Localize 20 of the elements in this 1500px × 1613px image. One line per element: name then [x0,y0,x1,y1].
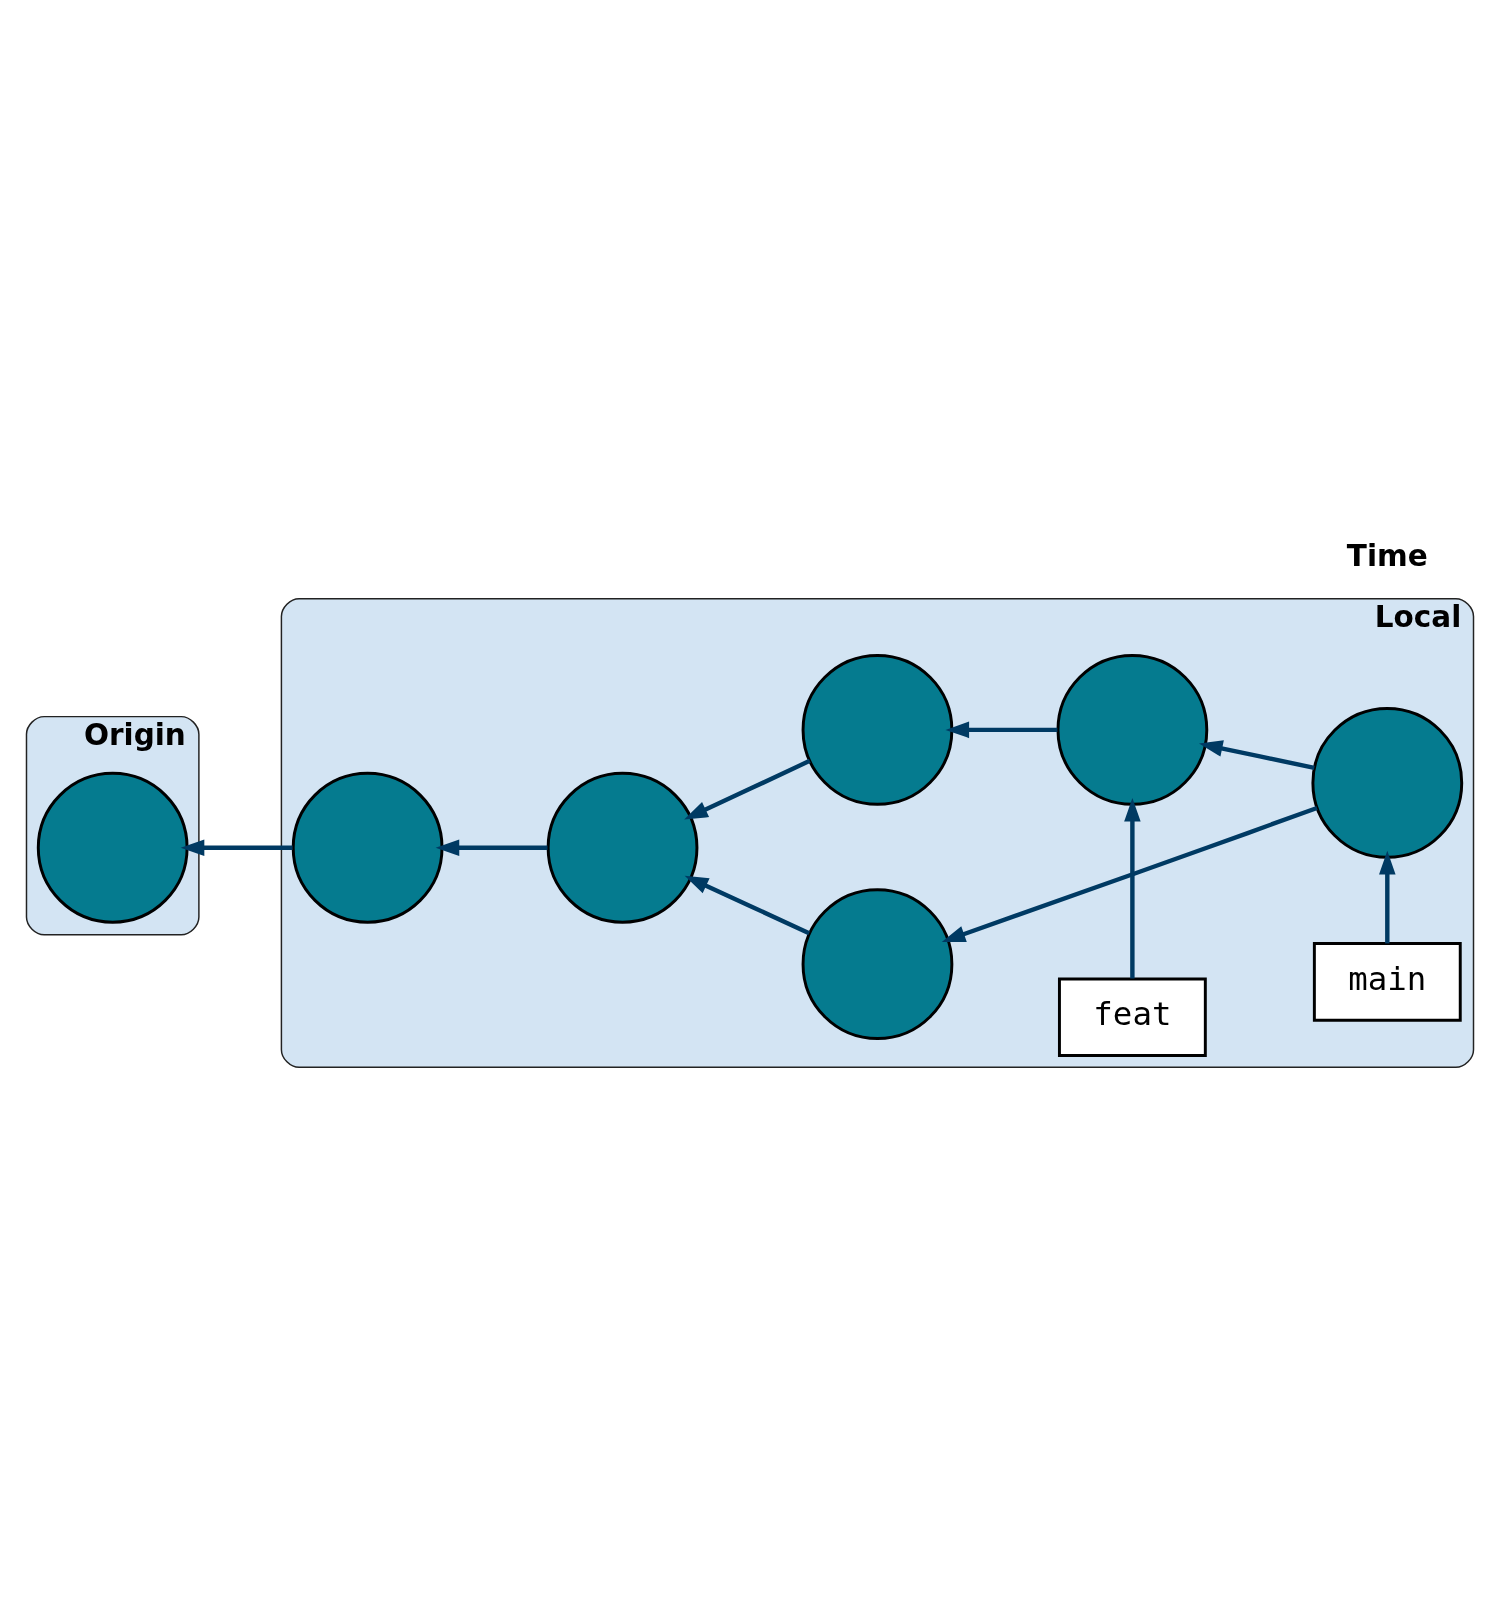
arrow [941,805,1318,942]
arrow [180,839,293,857]
node-circle [1311,707,1464,859]
node-circle [801,888,954,1041]
arrow [945,721,1058,739]
node-circle [291,771,444,924]
arrow [684,875,811,936]
node-circle [36,771,189,924]
node-box: main [1312,942,1462,1022]
arrow [1379,850,1396,944]
cluster: Origin [25,715,200,936]
label: Time [1346,539,1428,574]
arrow [1199,740,1315,771]
node-circle [1056,654,1209,806]
arrow [435,839,548,857]
arrow [684,758,811,820]
node-circle [801,654,954,806]
arrow [1124,797,1141,979]
node-circle [546,771,699,924]
node-box: feat [1057,977,1207,1057]
